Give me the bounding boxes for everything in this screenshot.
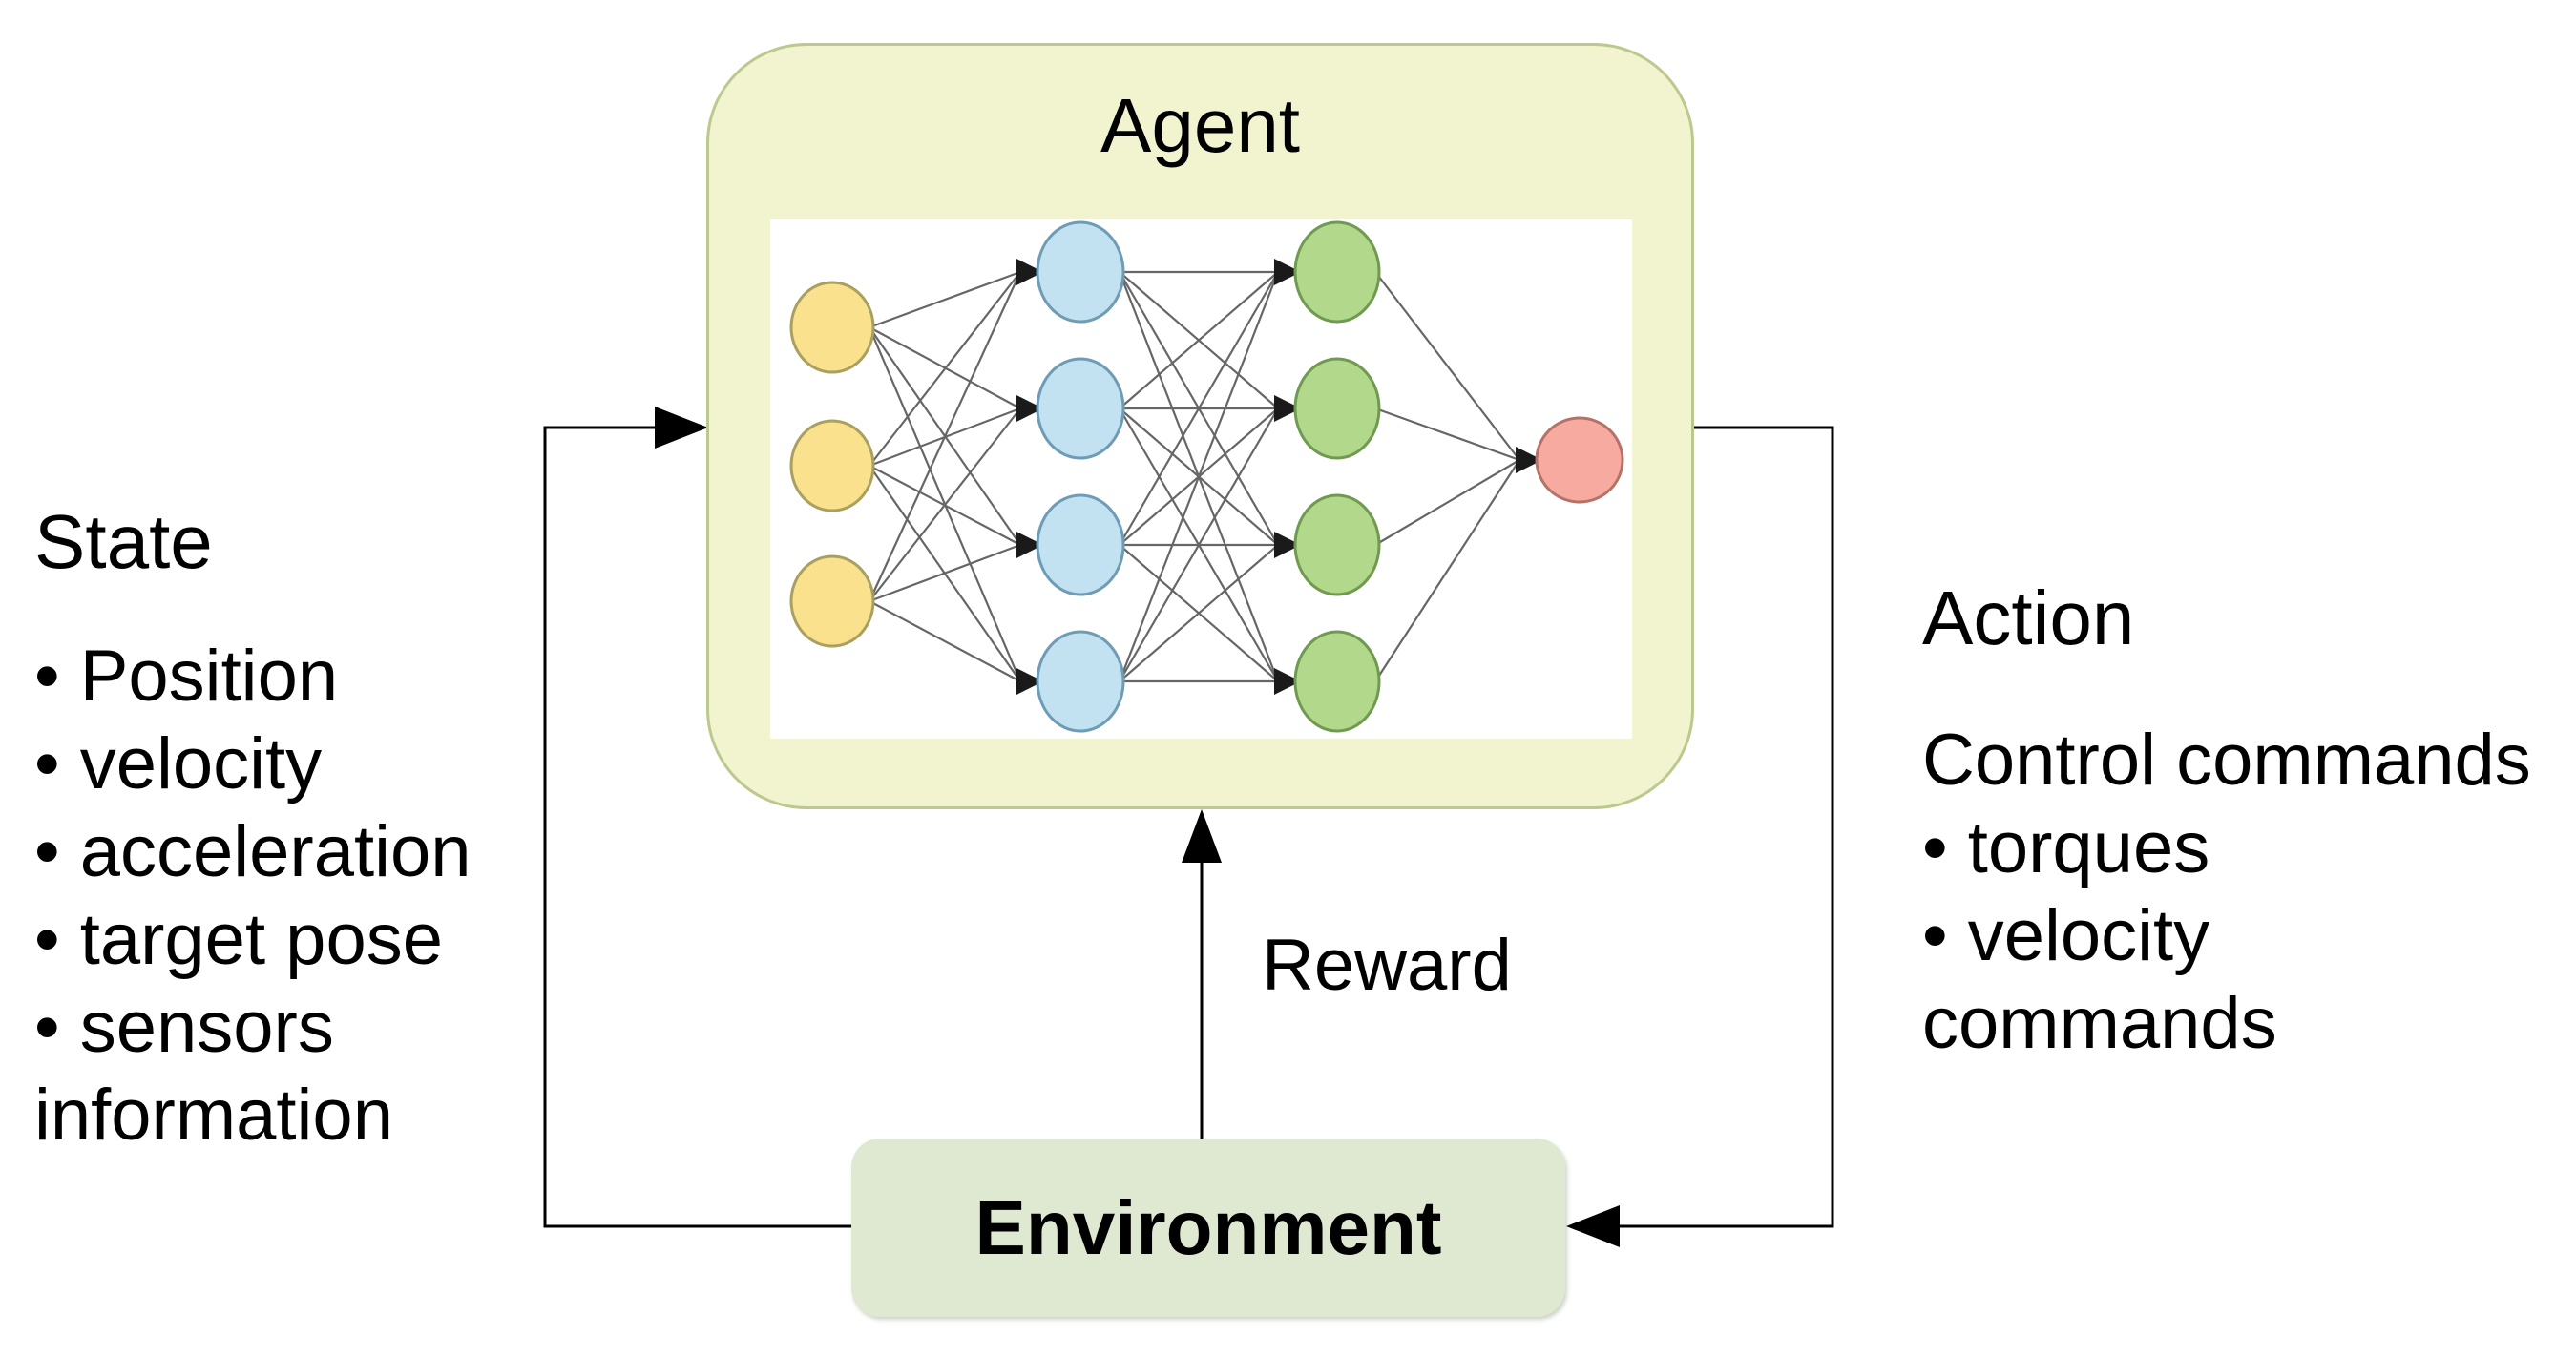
input-layer-node <box>789 554 875 648</box>
environment-label: Environment <box>974 1184 1442 1270</box>
state-item: • Position <box>34 636 339 717</box>
reward-label: Reward <box>1262 925 1512 1006</box>
agent-box: Agent <box>706 43 1694 809</box>
hidden-layer-2-node <box>1293 630 1381 733</box>
state-heading: State <box>34 499 213 584</box>
hidden-layer-2-node <box>1293 493 1381 596</box>
state-arrowhead-icon <box>655 407 708 449</box>
action-heading: Action <box>1922 575 2135 660</box>
output-layer-node <box>1535 416 1624 504</box>
input-layer-node <box>789 281 875 374</box>
reward-arrowhead-icon <box>1182 809 1222 863</box>
state-label-block: State • Position• velocity• acceleration… <box>34 499 471 1157</box>
state-item: • velocity <box>34 723 323 804</box>
edge-arrowhead-icon <box>1016 395 1043 422</box>
state-item: information <box>34 1075 393 1156</box>
edge-arrowhead-icon <box>1516 447 1542 473</box>
state-item: • acceleration <box>34 811 471 892</box>
action-line: commands <box>1922 983 2277 1064</box>
neural-network-image <box>770 219 1632 739</box>
edge-arrowhead-icon <box>1016 668 1043 695</box>
action-line: Control commands <box>1922 720 2531 801</box>
hidden-layer-1-node <box>1036 220 1125 324</box>
action-line: • velocity <box>1922 895 2210 976</box>
state-item-list: • Position• velocity• acceleration• targ… <box>34 633 471 1160</box>
edge-arrowhead-icon <box>1274 259 1301 285</box>
hidden-layer-1-node <box>1036 493 1125 596</box>
edge-arrowhead-icon <box>1016 259 1043 285</box>
state-item: • target pose <box>34 899 443 980</box>
action-arrowhead-icon <box>1566 1205 1620 1247</box>
edge-arrowhead-icon <box>1274 532 1301 558</box>
environment-box: Environment <box>851 1139 1565 1317</box>
hidden-layer-2-node <box>1293 357 1381 460</box>
input-layer-node <box>789 419 875 512</box>
agent-title: Agent <box>1100 83 1301 168</box>
hidden-layer-2-node <box>1293 220 1381 324</box>
state-item: • sensors <box>34 987 334 1068</box>
edge-arrowhead-icon <box>1274 395 1301 422</box>
action-line: • torques <box>1922 807 2210 888</box>
action-label-block: Action Control commands• torques• veloci… <box>1922 575 2531 1065</box>
hidden-layer-1-node <box>1036 630 1125 733</box>
edge-arrowhead-icon <box>1016 532 1043 558</box>
neural-network-svg <box>789 220 1624 733</box>
hidden-layer-1-node <box>1036 357 1125 460</box>
edge-arrowhead-icon <box>1274 668 1301 695</box>
